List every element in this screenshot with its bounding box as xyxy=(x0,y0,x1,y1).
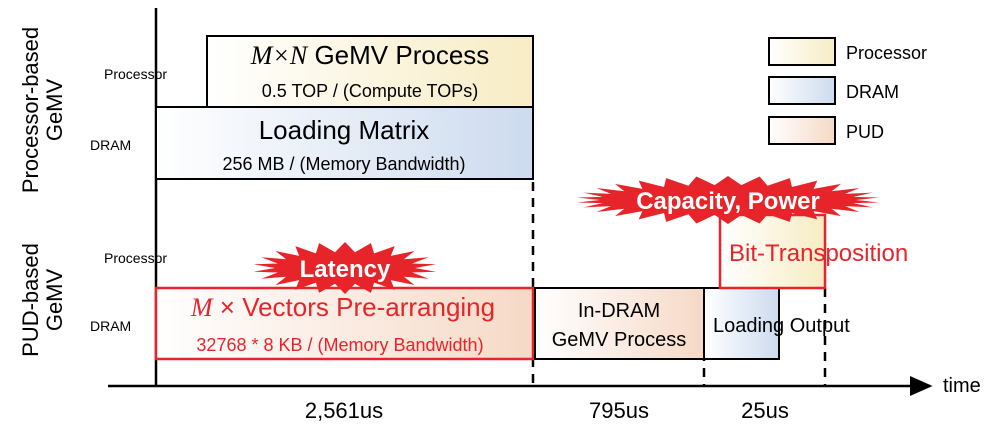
row-label-pud-based-line2: GeMV xyxy=(42,269,67,332)
duration-label-795us: 795us xyxy=(589,398,649,423)
sub-label-dram-bottom: DRAM xyxy=(90,318,131,334)
row-label-processor-based-line2: GeMV xyxy=(42,79,67,142)
block-vectors-prearranging xyxy=(154,286,535,361)
legend-label-processor: Processor xyxy=(846,43,927,63)
block-vectors-prearranging-subtitle: 32768 * 8 KB / (Memory Bandwidth) xyxy=(196,335,483,355)
row-label-pud-based-line1: PUD-based xyxy=(18,243,43,357)
sub-label-dram-top: DRAM xyxy=(90,137,131,153)
badge-capacity-power-label: Capacity, Power xyxy=(636,188,820,215)
block-bit-transposition xyxy=(718,213,827,290)
block-in-dram-gemv-line1: In-DRAM xyxy=(578,300,660,322)
block-loading-matrix xyxy=(155,106,534,180)
block-vectors-prearranging-title: M × Vectors Pre-arranging xyxy=(190,292,495,322)
legend-label-dram: DRAM xyxy=(846,82,899,102)
block-gemv-process-subtitle: 0.5 TOP / (Compute TOPs) xyxy=(262,81,478,101)
block-loading-output-label: Loading Output xyxy=(713,315,850,337)
legend: Processor DRAM PUD xyxy=(768,37,927,145)
block-gemv-process-title: M×N GeMV Process xyxy=(250,40,490,70)
latency-burst-shape xyxy=(253,242,437,294)
capacity-power-burst-shape xyxy=(576,176,880,224)
legend-swatch-processor xyxy=(768,37,836,66)
duration-label-2561us: 2,561us xyxy=(305,398,383,423)
legend-label-pud: PUD xyxy=(846,122,884,142)
legend-swatch-pud xyxy=(768,116,836,145)
block-bit-transposition-label: Bit-Transposition xyxy=(729,240,908,267)
row-label-processor-based-line1: Processor-based xyxy=(18,27,43,193)
block-loading-matrix-title: Loading Matrix xyxy=(259,115,430,145)
sub-label-processor-bottom: Processor xyxy=(104,250,167,266)
badge-latency: Latency xyxy=(253,242,437,294)
sub-label-processor-top: Processor xyxy=(104,66,167,82)
time-axis-label: time xyxy=(943,375,981,397)
block-in-dram-gemv-line2: GeMV Process xyxy=(552,329,686,351)
badge-capacity-power: Capacity, Power xyxy=(576,176,880,224)
badge-latency-label: Latency xyxy=(300,256,391,283)
block-loading-matrix-subtitle: 256 MB / (Memory Bandwidth) xyxy=(222,154,465,174)
duration-label-25us: 25us xyxy=(741,398,789,423)
legend-swatch-dram xyxy=(768,76,836,105)
